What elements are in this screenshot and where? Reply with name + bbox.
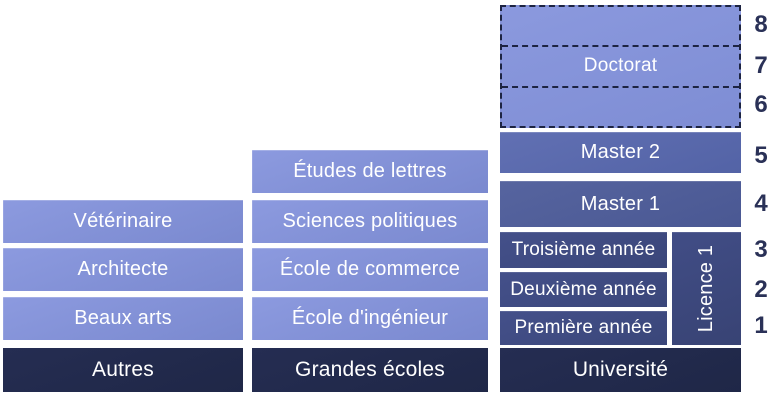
- column-footer-autres: Autres: [3, 348, 243, 392]
- box-architecte: Architecte: [3, 248, 243, 291]
- box-ecole-d-ingenieur: École d'ingénieur: [252, 297, 488, 340]
- box-veterinaire: Vétérinaire: [3, 200, 243, 243]
- box-master-2: Master 2: [500, 132, 741, 173]
- level-number-8: 8: [754, 11, 768, 38]
- doctorat-label: Doctorat: [502, 45, 739, 88]
- box-master-1: Master 1: [500, 181, 741, 227]
- level-number-7: 7: [754, 52, 768, 79]
- column-footer-universite: Université: [500, 348, 741, 392]
- level-number-6: 6: [754, 91, 768, 118]
- licence-label: Licence 1: [695, 244, 718, 333]
- doctorat-dashed-box: Doctorat: [500, 5, 741, 128]
- box-etudes-de-lettres: Études de lettres: [252, 150, 488, 193]
- box-licence-vertical: Licence 1: [672, 232, 741, 345]
- box-premiere-annee: Première année: [500, 311, 667, 345]
- level-number-4: 4: [754, 190, 768, 217]
- doctorat-year-6-cell: [502, 88, 739, 126]
- level-number-2: 2: [754, 276, 768, 303]
- box-beaux-arts: Beaux arts: [3, 297, 243, 340]
- level-number-5: 5: [754, 142, 768, 169]
- box-sciences-politiques: Sciences politiques: [252, 200, 488, 243]
- box-troisieme-annee: Troisième année: [500, 232, 667, 268]
- level-number-1: 1: [754, 312, 768, 339]
- column-footer-grandes-ecoles: Grandes écoles: [252, 348, 488, 392]
- level-number-3: 3: [754, 236, 768, 263]
- box-ecole-de-commerce: École de commerce: [252, 248, 488, 291]
- box-deuxieme-annee: Deuxième année: [500, 272, 667, 307]
- doctorat-year-8-cell: [502, 7, 739, 45]
